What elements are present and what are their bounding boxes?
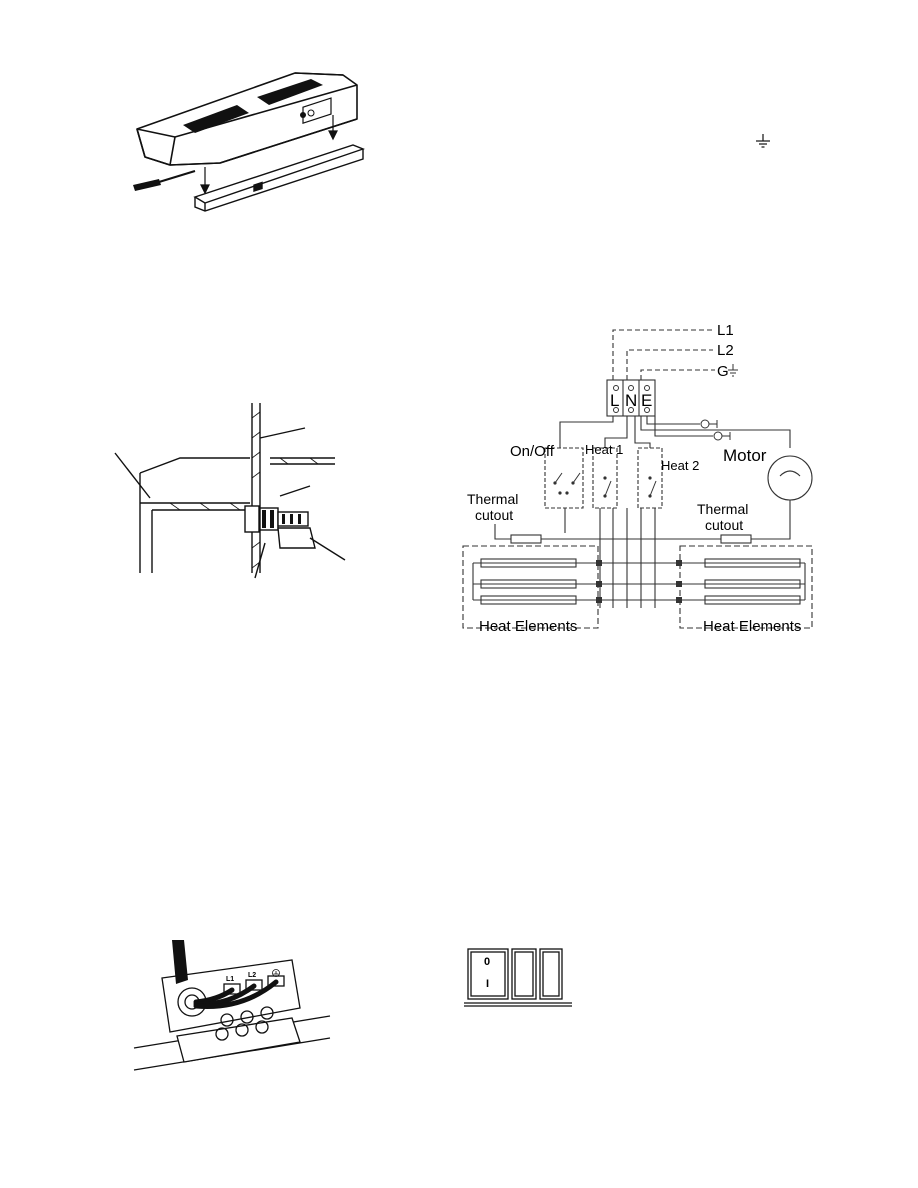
- grille-right: [257, 79, 323, 105]
- heat2-switch-label: Heat 2: [661, 458, 699, 473]
- on-off-rocker-switch: [467, 948, 509, 1000]
- thermal-cutout-right-line1: Thermal: [697, 501, 748, 517]
- thermal-cutout-left-line2: cutout: [475, 507, 513, 523]
- heater-bracket-illustration: [133, 72, 365, 212]
- supply-g-label: G: [717, 363, 729, 380]
- heat-elements-left-label: Heat Elements: [479, 618, 577, 635]
- rocker-off-mark: 0: [484, 956, 490, 968]
- thermal-cutout-left-line1: Thermal: [467, 491, 518, 507]
- terminal-l2-label: L2: [248, 972, 256, 979]
- heat-elements-right-label: Heat Elements: [703, 618, 801, 635]
- thermal-cutout-right-line2: cutout: [705, 517, 743, 533]
- screwdriver-icon: [133, 179, 161, 191]
- wall-gland-section-illustration: [114, 403, 346, 579]
- terminal-l1-label: L1: [226, 976, 234, 983]
- wiring-diagram: L1 L2 G L N E On/Off Heat 1 Heat 2 Motor…: [462, 322, 813, 635]
- terminal-earth-icon: [272, 969, 280, 977]
- terminal-block-illustration: L1 L2: [133, 940, 331, 1071]
- heat1-switch-label: Heat 1: [585, 442, 623, 457]
- rocker-switch-panel: 0 I: [464, 948, 572, 1007]
- heat2-rocker-switch: [539, 948, 563, 1000]
- terminal-n-label: N: [625, 391, 637, 410]
- terminal-e-label: E: [641, 391, 652, 410]
- power-cable: [172, 940, 188, 984]
- heat1-rocker-switch: [511, 948, 537, 1000]
- earth-ground-symbol-icon: [756, 134, 770, 148]
- grille-left: [183, 105, 249, 133]
- terminal-l-label: L: [610, 391, 619, 410]
- rocker-on-mark: I: [486, 978, 489, 990]
- supply-l2-label: L2: [717, 342, 734, 359]
- on-off-switch-label: On/Off: [510, 443, 555, 460]
- motor-label: Motor: [723, 446, 767, 465]
- supply-l1-label: L1: [717, 322, 734, 339]
